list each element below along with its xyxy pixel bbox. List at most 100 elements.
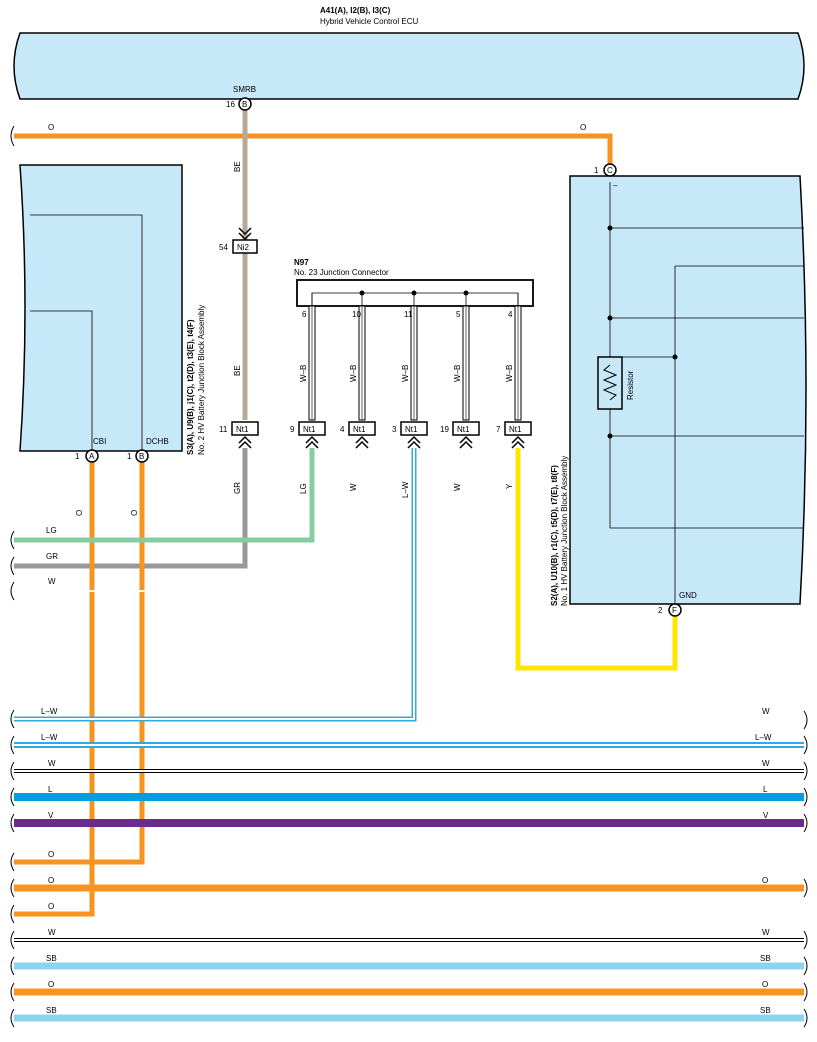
lbl-lw1: L–W <box>41 707 58 716</box>
lbl-lr: L <box>763 785 768 794</box>
break-mark <box>10 1008 15 1028</box>
break-mark <box>10 556 15 576</box>
block1-name: No. 1 HV Battery Junction Block Assembly <box>560 456 569 606</box>
lbl-sb1r: SB <box>760 954 771 963</box>
break-mark <box>10 813 15 833</box>
nt1-pin-num: 19 <box>440 425 449 434</box>
dchb-num: 1 <box>127 452 132 461</box>
junction-name: No. 23 Junction Connector <box>294 268 389 277</box>
dchb-circle <box>135 449 149 463</box>
cbi-num: 1 <box>75 452 80 461</box>
nt1-label: Nt1 <box>353 425 366 434</box>
ni2-arrow <box>238 227 252 241</box>
break-mark <box>10 735 15 755</box>
nt1-label: Nt1 <box>236 425 249 434</box>
lbl-o3: O <box>48 902 54 911</box>
break-mark <box>10 709 15 729</box>
wire-lg-label: LG <box>299 483 308 494</box>
pin-c-circle <box>603 163 617 177</box>
nt1-arrow <box>355 435 369 449</box>
nt1-pin-num: 7 <box>496 425 501 434</box>
gnd-label: GND <box>679 591 697 600</box>
nt1-label: Nt1 <box>509 425 522 434</box>
break-mark <box>10 878 15 898</box>
wire-y <box>515 448 678 671</box>
wire-lg <box>14 448 315 543</box>
nt1-box <box>400 421 428 436</box>
block1-inner <box>609 182 804 604</box>
nt1-arrow <box>238 435 252 449</box>
resistor-label: Resistor <box>626 370 635 400</box>
gnd-num: 2 <box>658 606 663 615</box>
block1-dot-3 <box>607 433 613 439</box>
lbl-sb2r: SB <box>760 1006 771 1015</box>
lbl-gr: GR <box>46 552 58 561</box>
break-mark <box>10 930 15 950</box>
block1-codes: S2(A), U10(B), r1(C), t5(D), t7(E), t8(F… <box>550 465 559 606</box>
nt1-label: Nt1 <box>303 425 316 434</box>
wire-gr <box>14 448 248 569</box>
break-mark <box>10 761 15 781</box>
lbl-w3: W <box>48 759 56 768</box>
wire-o-label-left: O <box>48 123 54 132</box>
nt1-pin-num: 11 <box>219 425 228 434</box>
wire-w-label-2: W <box>453 483 462 491</box>
lbl-w4: W <box>48 928 56 937</box>
cbi-conn: A <box>89 452 95 461</box>
gnd-conn: F <box>672 606 677 615</box>
wire-o-top <box>14 133 613 168</box>
break-mark <box>803 735 808 755</box>
wire-be-label-1: BE <box>233 161 242 172</box>
junction-wire-label: W–B <box>453 365 462 382</box>
junction-wire-label: W–B <box>299 365 308 382</box>
junction-wire-label: W–B <box>349 365 358 382</box>
break-mark <box>803 878 808 898</box>
junction-code: N97 <box>294 258 309 267</box>
lbl-sb2: SB <box>46 1006 57 1015</box>
lbl-w1: W <box>48 577 56 586</box>
junction-pin-num: 4 <box>508 310 513 319</box>
wire-o-cbi <box>14 456 95 917</box>
break-mark <box>10 956 15 976</box>
nt1-box <box>452 421 480 436</box>
lbl-o4r: O <box>762 980 768 989</box>
nt1-pin-num: 4 <box>340 425 345 434</box>
lbl-lw2: L–W <box>41 733 58 742</box>
break-mark <box>803 710 808 730</box>
lbl-v: V <box>48 811 54 820</box>
nt1-label: Nt1 <box>405 425 418 434</box>
ecu-pin16-conn: B <box>242 100 247 109</box>
wire-w-label-1: W <box>349 483 358 491</box>
wire-gr-label: GR <box>233 482 242 494</box>
lbl-sb1: SB <box>46 954 57 963</box>
block1-dot-1 <box>607 225 613 231</box>
junction-pin-num: 11 <box>404 310 413 319</box>
smrb-label: SMRB <box>233 85 256 94</box>
break-mark <box>803 787 808 807</box>
cbi-label: CBI <box>93 437 106 446</box>
nt1-pin-num: 9 <box>290 425 295 434</box>
break-mark <box>803 1008 808 1028</box>
ni2-box <box>232 239 258 254</box>
nt1-arrow <box>459 435 473 449</box>
wire-lw-label-1: L–W <box>401 481 410 498</box>
nt1-box <box>348 421 376 436</box>
wire-o-dchb-label: O <box>130 510 139 516</box>
lbl-lw2r: L–W <box>755 733 772 742</box>
break-mark <box>803 761 808 781</box>
lbl-o1: O <box>48 850 54 859</box>
wire-be-label-2: BE <box>233 365 242 376</box>
junction-pin-num: 5 <box>456 310 461 319</box>
ecu-body <box>13 32 805 100</box>
block2-name: No. 2 HV Battery Junction Block Assembly <box>197 305 206 455</box>
break-mark <box>10 852 15 872</box>
ecu-pin16-circle <box>238 97 252 111</box>
lbl-vr: V <box>763 811 769 820</box>
resistor-zigzag <box>602 364 618 401</box>
wire-o-label-right: O <box>580 123 586 132</box>
block2-codes: S3(A), U9(B), j1(C), t2(D), t3(E), t4(F) <box>186 319 195 455</box>
junction-pin-num: 6 <box>302 310 307 319</box>
ni2-label: Ni2 <box>237 243 250 252</box>
break-mark <box>803 813 808 833</box>
